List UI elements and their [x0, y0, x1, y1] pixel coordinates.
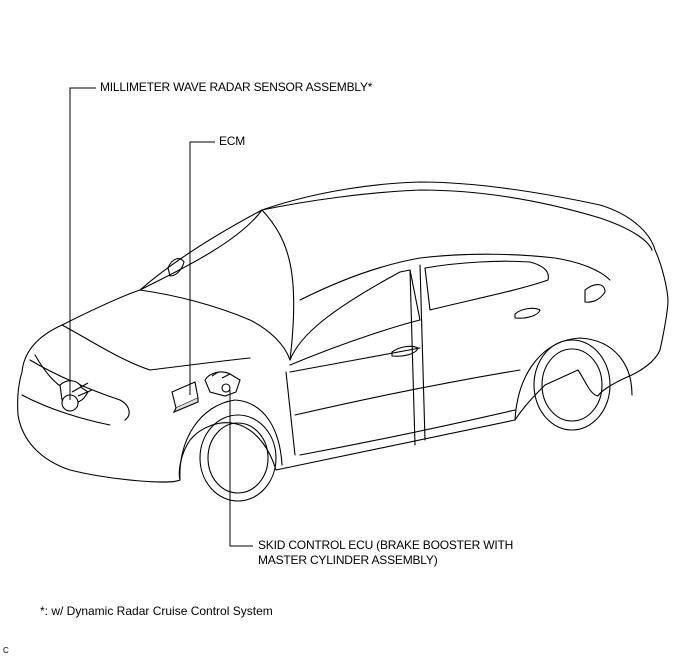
radar-sensor-component: [59, 380, 93, 412]
footnote: *: w/ Dynamic Radar Cruise Control Syste…: [40, 604, 273, 618]
skid-control-ecu-component: [204, 371, 241, 397]
front-wheel: [199, 414, 277, 502]
ecm-leader-line: [189, 141, 215, 395]
radar-leader-line: [69, 87, 96, 400]
ecm-component: [171, 381, 199, 414]
car-body-outline: [17, 181, 669, 483]
ecm-label: ECM: [219, 134, 246, 148]
skid-control-label-line1: SKID CONTROL ECU (BRAKE BOOSTER WITH: [258, 538, 514, 552]
radar-sensor-label: MILLIMETER WAVE RADAR SENSOR ASSEMBLY*: [100, 80, 373, 94]
rear-wheel: [533, 339, 611, 431]
figure-code: C: [3, 646, 9, 655]
skid-leader-line: [229, 390, 253, 547]
skid-control-label-line2: MASTER CYLINDER ASSEMBLY): [258, 553, 438, 567]
